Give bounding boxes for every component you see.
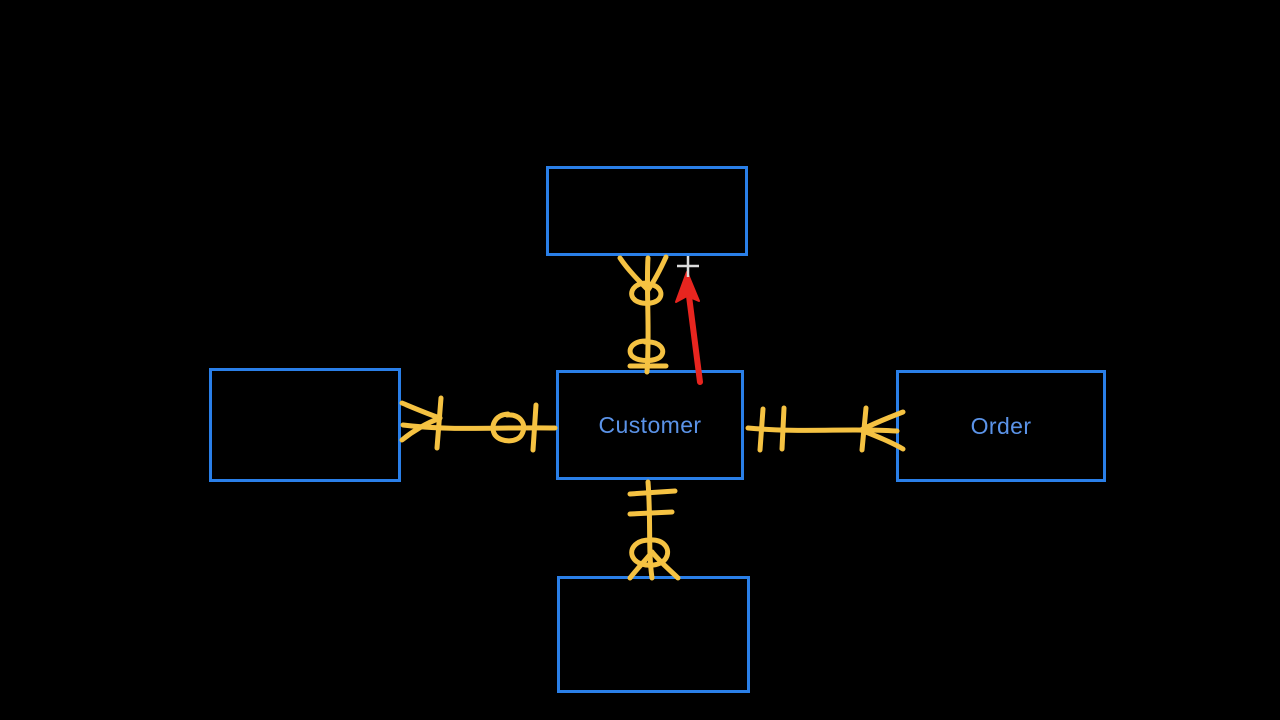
relationship-customer-bottom[interactable] [627, 479, 681, 581]
entity-box-customer[interactable]: Customer [556, 370, 744, 480]
entity-label-order: Order [970, 412, 1032, 439]
relationship-customer-top[interactable] [617, 254, 669, 375]
entity-box-left[interactable] [209, 368, 401, 482]
entity-label-customer: Customer [598, 411, 702, 438]
crosshair-cursor [677, 256, 699, 277]
pointer-arrow-annotation [675, 271, 703, 385]
entity-box-bottom[interactable] [557, 576, 750, 693]
entity-box-top[interactable] [546, 166, 748, 256]
relationship-left-customer[interactable] [399, 395, 558, 453]
entity-box-order[interactable]: Order [896, 370, 1106, 482]
relationship-customer-order[interactable] [745, 405, 906, 453]
